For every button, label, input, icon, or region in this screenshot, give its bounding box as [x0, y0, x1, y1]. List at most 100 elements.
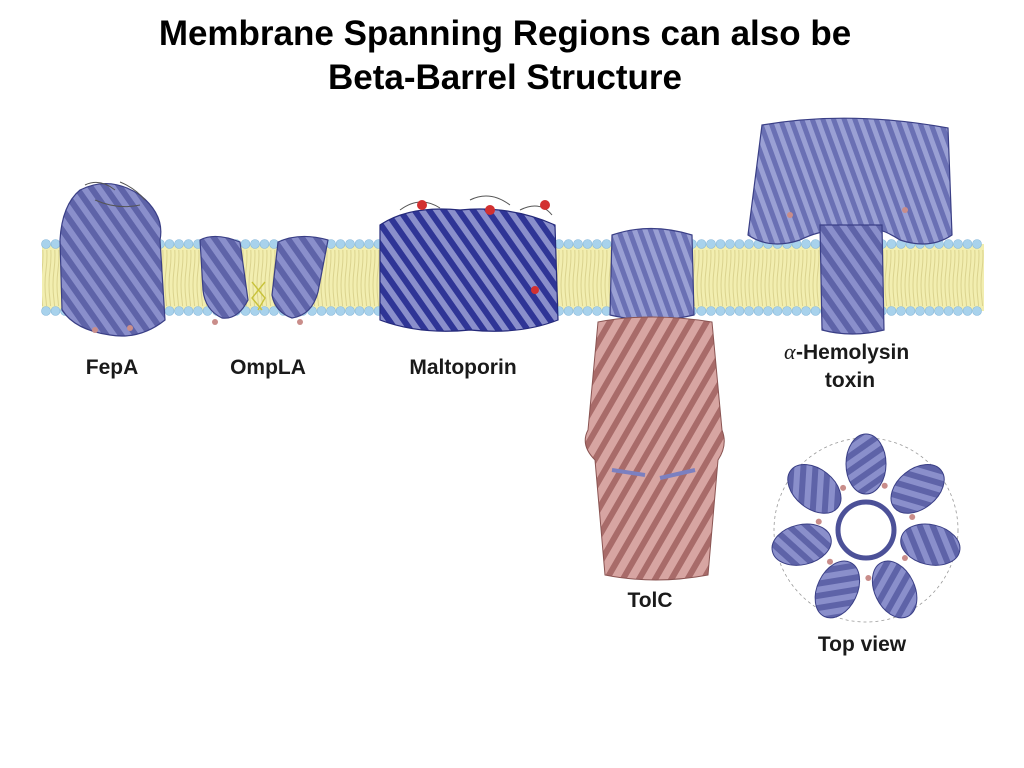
- lipid-head: [791, 306, 802, 316]
- lipid-head: [345, 239, 355, 249]
- lipid-head: [886, 239, 897, 249]
- lipid-head: [706, 239, 716, 249]
- lipid-head: [364, 239, 374, 249]
- lipid-head: [706, 306, 716, 316]
- lipid-head: [573, 306, 583, 316]
- lipid-head: [183, 306, 194, 316]
- top-view-loop: [815, 518, 822, 525]
- lipid-head: [744, 239, 754, 249]
- top-view-loop: [909, 514, 916, 521]
- lipid-head: [582, 306, 593, 316]
- lipid-head: [563, 306, 574, 316]
- top-view-loop: [881, 482, 888, 489]
- lipid-head: [50, 239, 61, 249]
- top-view-subunit: [771, 523, 832, 566]
- lipid-head: [972, 239, 982, 249]
- lipid-head: [41, 306, 51, 316]
- lipid-head: [810, 306, 821, 316]
- lipid-head: [924, 306, 935, 316]
- label-fepa: FepA: [86, 356, 139, 379]
- lipid-head: [734, 306, 745, 316]
- lipid-head: [801, 239, 811, 249]
- tolc-structure: [584, 227, 725, 581]
- lipid-head: [164, 306, 175, 316]
- lipid-head: [744, 306, 754, 316]
- label-maltoporin: Maltoporin: [409, 356, 516, 379]
- lipid-head: [772, 306, 783, 316]
- lipid-head: [953, 239, 963, 249]
- lipid-head: [259, 239, 270, 249]
- top-view-loop: [826, 558, 833, 565]
- lipid-head: [364, 306, 374, 316]
- lipid-head: [962, 306, 973, 316]
- lipid-head: [782, 306, 792, 316]
- lipid-head: [725, 239, 735, 249]
- lipid-head: [345, 306, 355, 316]
- lipid-head: [41, 239, 51, 249]
- lipid-head: [326, 306, 336, 316]
- lipid-head: [915, 306, 925, 316]
- lipid-head: [240, 239, 251, 249]
- lipid-head: [896, 306, 906, 316]
- alpha-hemolysin-structure: [747, 117, 953, 335]
- label-alpha-symbol: α: [784, 339, 796, 364]
- label-tolc: TolC: [627, 589, 672, 612]
- lipid-head: [734, 239, 745, 249]
- lipid-head: [193, 306, 203, 316]
- label-top-view: Top view: [818, 633, 907, 656]
- lipid-head: [335, 306, 346, 316]
- lipid-head: [810, 239, 821, 249]
- lipid-head: [563, 239, 574, 249]
- slide-title: Membrane Spanning Regions can also be Be…: [0, 12, 1010, 100]
- maltoporin-structure: [379, 195, 559, 332]
- lipid-head: [953, 306, 963, 316]
- fepa-structure: [59, 181, 166, 337]
- lipid-head: [696, 239, 707, 249]
- title-line-1: Membrane Spanning Regions can also be: [158, 14, 852, 53]
- top-view-loop: [840, 484, 847, 491]
- lipid-head: [696, 306, 707, 316]
- lipid-head: [250, 306, 260, 316]
- lipid-head: [592, 239, 602, 249]
- lipid-head: [886, 306, 897, 316]
- lipid-head: [335, 239, 346, 249]
- lipid-head: [250, 239, 260, 249]
- label-ompla: OmpLA: [230, 356, 306, 379]
- lipid-head: [164, 239, 175, 249]
- top-view-subunit: [787, 463, 842, 514]
- lipid-head: [905, 306, 916, 316]
- lipid-head: [259, 306, 270, 316]
- title-line-2: Beta-Barrel Structure: [328, 58, 682, 97]
- lipid-head: [183, 239, 194, 249]
- top-view-loop: [865, 574, 872, 581]
- ompla-structure: [199, 235, 329, 325]
- top-view-pore: [835, 499, 897, 561]
- top-view-subunit: [890, 463, 945, 514]
- lipid-head: [725, 306, 735, 316]
- lipid-head: [601, 239, 612, 249]
- lipid-head: [592, 306, 602, 316]
- lipid-head: [715, 306, 726, 316]
- lipid-head: [582, 239, 593, 249]
- top-view-subunit: [814, 560, 861, 619]
- lipid-head: [943, 239, 954, 249]
- top-view-subunit: [845, 433, 887, 495]
- top-view-subunit: [871, 560, 918, 619]
- lipid-head: [962, 239, 973, 249]
- lipid-head: [573, 239, 583, 249]
- lipid-head: [50, 306, 61, 316]
- label-hemolysin: -Hemolysin: [796, 341, 909, 364]
- lipid-head: [934, 306, 944, 316]
- hemolysin-top-view: [771, 433, 961, 623]
- label-toxin: toxin: [825, 369, 875, 392]
- lipid-head: [354, 306, 365, 316]
- lipid-head: [174, 306, 184, 316]
- lipid-head: [972, 306, 982, 316]
- lipid-head: [354, 239, 365, 249]
- lipid-head: [715, 239, 726, 249]
- top-view-loop: [901, 555, 908, 562]
- lipid-head: [943, 306, 954, 316]
- lipid-head: [753, 306, 764, 316]
- lipid-head: [801, 306, 811, 316]
